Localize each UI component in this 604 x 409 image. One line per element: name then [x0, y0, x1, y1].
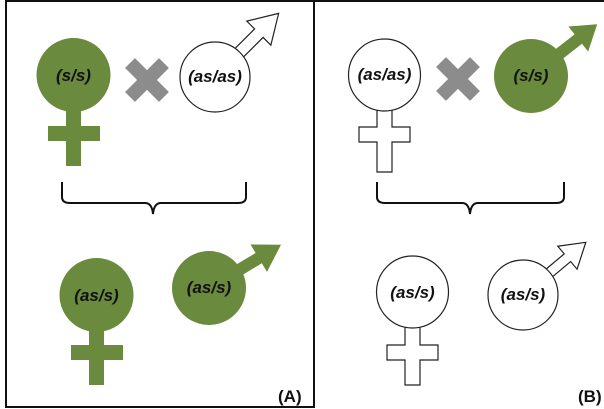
genotype-label: (as/as) — [358, 65, 412, 84]
panel-a: (s/s) (as/as) (as/s) — [36, 12, 302, 406]
female-symbol-icon — [375, 255, 450, 386]
panel-b-parent-female: (as/as) — [347, 38, 422, 173]
male-symbol-icon — [179, 12, 280, 113]
panel-b: (as/as) (s/s) (as/s) — [347, 24, 602, 406]
cross-icon — [125, 58, 169, 102]
panel-a-offspring-female: (as/s) — [59, 258, 134, 385]
genotype-label: (s/s) — [514, 66, 549, 85]
offspring-bracket — [376, 182, 565, 215]
panel-b-offspring-male: (as/s) — [487, 241, 587, 331]
male-symbol-icon — [172, 244, 282, 325]
genotype-label: (as/s) — [390, 283, 435, 302]
male-symbol-icon — [487, 241, 587, 331]
panel-a-frame — [5, 0, 315, 408]
panel-b-label: (B) — [578, 387, 602, 406]
female-symbol-icon — [59, 258, 134, 385]
cross-icon — [436, 57, 480, 101]
genotype-label: (as/s) — [187, 278, 232, 297]
genotype-label: (as/s) — [501, 285, 546, 304]
offspring-bracket — [61, 182, 247, 215]
panel-b-parent-male: (s/s) — [494, 24, 598, 113]
panel-b-offspring-female: (as/s) — [375, 255, 450, 386]
female-symbol-icon — [347, 38, 422, 173]
panel-a-parent-female: (s/s) — [36, 38, 111, 166]
panel-a-parent-male: (as/as) — [179, 12, 280, 113]
genotype-label: (as/as) — [188, 67, 242, 86]
genotype-label: (as/s) — [74, 286, 119, 305]
genotype-label: (s/s) — [56, 66, 91, 85]
male-symbol-icon — [494, 24, 598, 113]
female-symbol-icon — [36, 38, 111, 166]
panel-a-offspring-male: (as/s) — [172, 244, 282, 325]
panel-a-label: (A) — [278, 387, 302, 406]
